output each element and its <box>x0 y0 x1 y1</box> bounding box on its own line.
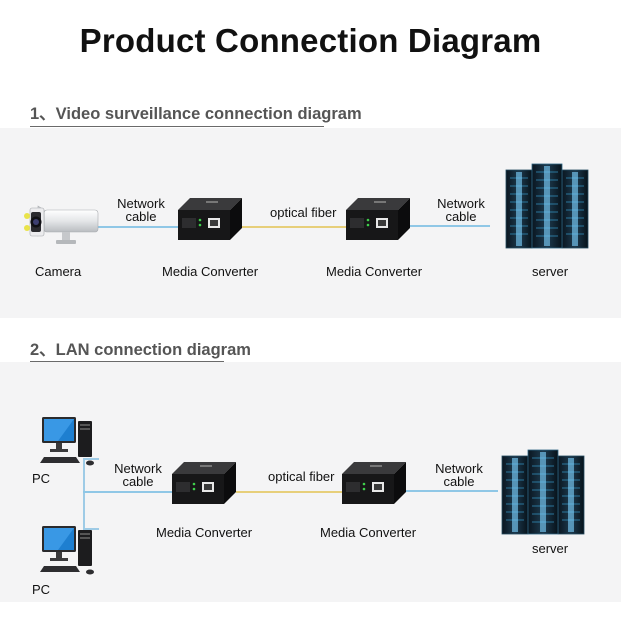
desktop-pc-icon <box>40 526 94 575</box>
optical-fiber-label: optical fiber <box>270 205 337 220</box>
media-converter-label: Media Converter <box>162 264 259 279</box>
network-cable-line <box>98 226 184 228</box>
network-cable-label-line2: cable <box>443 474 475 489</box>
optical-fiber-line <box>236 491 348 493</box>
section-heading-lan: 2、LAN connection diagram <box>30 341 251 359</box>
media-converter-icon <box>342 462 406 504</box>
media-converter-icon <box>178 198 242 240</box>
pc-label: PC <box>32 582 51 597</box>
section-underline <box>30 361 224 362</box>
server-label: server <box>532 541 569 556</box>
media-converter-label: Media Converter <box>326 264 423 279</box>
pc-label: PC <box>32 471 51 486</box>
media-converter-icon <box>346 198 410 240</box>
network-cable-label-line1: Network <box>114 461 162 476</box>
network-cable-label: Network cable <box>111 462 165 488</box>
section-underline <box>30 126 324 127</box>
server-rack-icon <box>505 163 589 249</box>
server-label: server <box>532 264 569 279</box>
section-heading-video: 1、Video surveillance connection diagram <box>30 105 362 123</box>
network-cable-label-line2: cable <box>122 474 154 489</box>
camera-label: Camera <box>35 264 82 279</box>
lan-branch-line <box>83 528 99 530</box>
optical-fiber-label: optical fiber <box>268 469 335 484</box>
page-title: Product Connection Diagram <box>79 22 542 59</box>
desktop-pc-icon <box>40 417 94 466</box>
network-cable-line <box>83 491 178 493</box>
media-converter-icon <box>172 462 236 504</box>
server-rack-icon <box>501 449 585 535</box>
media-converter-label: Media Converter <box>156 525 253 540</box>
lan-trunk-line <box>83 458 85 530</box>
network-cable-label-line2: cable <box>445 209 477 224</box>
lan-branch-line <box>83 458 99 460</box>
optical-fiber-line <box>242 226 352 228</box>
network-cable-label-line1: Network <box>117 196 165 211</box>
network-cable-label: Network cable <box>114 197 168 223</box>
network-cable-label-line1: Network <box>437 196 485 211</box>
network-cable-label: Network cable <box>434 197 488 223</box>
camera-icon <box>24 205 99 244</box>
media-converter-label: Media Converter <box>320 525 417 540</box>
network-cable-line <box>406 490 498 492</box>
network-cable-line <box>410 225 490 227</box>
network-cable-label-line1: Network <box>435 461 483 476</box>
network-cable-label-line2: cable <box>125 209 157 224</box>
network-cable-label: Network cable <box>432 462 486 488</box>
